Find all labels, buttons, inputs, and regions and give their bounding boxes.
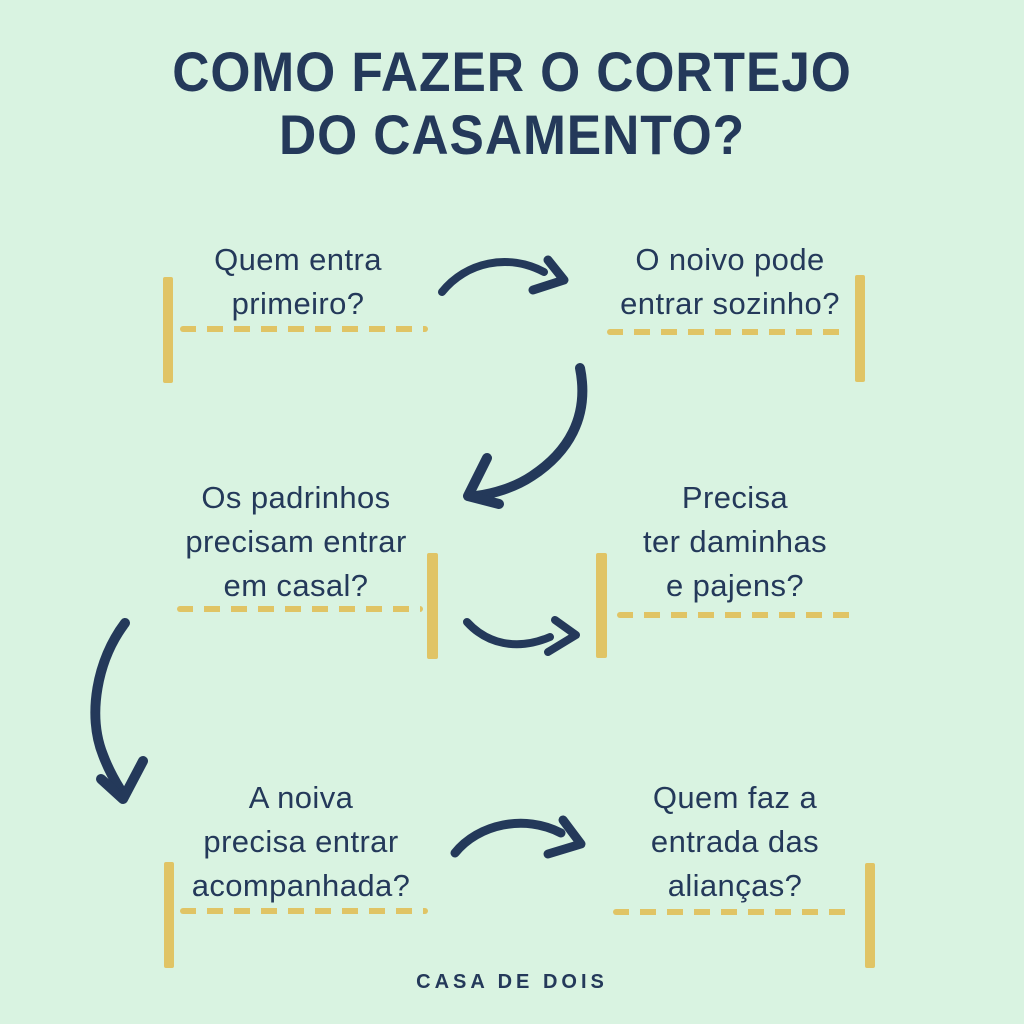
question-line: e pajens?	[665, 568, 805, 603]
curved-arrow-icon	[450, 815, 586, 859]
question-line: acompanhada?	[191, 868, 411, 903]
accent-bar	[427, 553, 438, 659]
question-line: O noivo pode	[635, 242, 825, 277]
accent-bar	[855, 275, 865, 382]
page-title-line1: COMO FAZER O CORTEJO	[172, 40, 852, 103]
dashed-underline	[177, 606, 423, 612]
page-title-line2: DO CASAMENTO?	[278, 103, 746, 166]
accent-bar	[865, 863, 875, 968]
question-line: alianças?	[667, 868, 803, 903]
question-line: Quem entra	[214, 242, 382, 277]
question-flower-girls-pages: Precisa ter daminhas e pajens?	[605, 476, 865, 608]
question-groomsmen-couples: Os padrinhos precisam entrar em casal?	[165, 476, 427, 608]
dashed-underline	[607, 329, 845, 335]
curved-arrow-icon	[90, 618, 148, 804]
dashed-underline	[617, 612, 857, 618]
accent-bar	[163, 277, 173, 383]
question-line: entrada das	[650, 824, 820, 859]
question-line: precisa entrar	[203, 824, 399, 859]
question-line: precisam entrar	[185, 524, 407, 559]
curved-arrow-icon	[438, 255, 569, 296]
question-rings-entrance: Quem faz a entrada das alianças?	[605, 776, 865, 908]
question-line: Quem faz a	[652, 780, 818, 815]
question-line: A noiva	[248, 780, 354, 815]
question-line: primeiro?	[231, 286, 365, 321]
question-line: em casal?	[223, 568, 369, 603]
dashed-underline	[180, 326, 428, 332]
question-who-enters-first: Quem entra primeiro?	[168, 238, 428, 326]
dashed-underline	[613, 909, 853, 915]
dashed-underline	[180, 908, 428, 914]
question-line: Precisa	[681, 480, 789, 515]
accent-bar	[164, 862, 174, 968]
curved-arrow-icon	[463, 363, 588, 509]
question-bride-accompanied: A noiva precisa entrar acompanhada?	[170, 776, 432, 908]
question-groom-alone: O noivo pode entrar sozinho?	[600, 238, 860, 326]
brand-footer: CASA DE DOIS	[416, 971, 608, 993]
question-line: Os padrinhos	[201, 480, 391, 515]
question-line: ter daminhas	[642, 524, 827, 559]
page-title: COMO FAZER O CORTEJO DO CASAMENTO?	[41, 40, 983, 166]
curved-arrow-icon	[463, 616, 580, 656]
question-line: entrar sozinho?	[620, 286, 840, 321]
accent-bar	[596, 553, 607, 658]
